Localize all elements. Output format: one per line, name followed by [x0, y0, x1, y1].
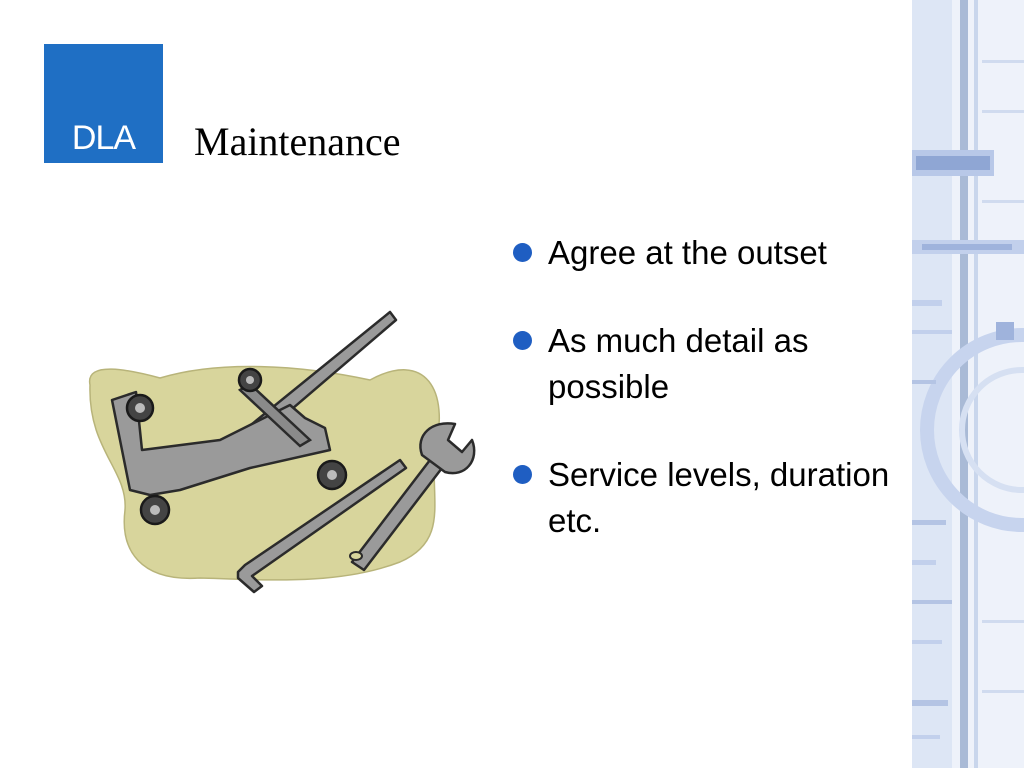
- logo-text: DLA: [71, 119, 136, 157]
- hex-key: [236, 458, 408, 594]
- list-item: Agree at the outset: [512, 230, 904, 276]
- dla-logo: DLA: [44, 44, 163, 163]
- wheel: [246, 376, 254, 384]
- wheel: [135, 403, 145, 413]
- wheel: [327, 470, 337, 480]
- wheel: [150, 505, 160, 515]
- blob-shape: [89, 365, 440, 581]
- list-item: Service levels, duration etc.: [512, 452, 904, 544]
- list-item: As much detail as possible: [512, 318, 904, 410]
- wrench-hole: [349, 551, 363, 561]
- bullet-icon: [513, 331, 532, 350]
- decorative-sidebar: [912, 0, 1024, 768]
- bullet-text: As much detail as possible: [548, 322, 809, 405]
- bullet-icon: [513, 465, 532, 484]
- bullet-text: Service levels, duration etc.: [548, 456, 890, 539]
- tools-icon: [89, 310, 476, 594]
- bullet-text: Agree at the outset: [548, 234, 827, 271]
- page-title: Maintenance: [194, 119, 401, 164]
- bullet-icon: [513, 243, 532, 262]
- bullet-list: Agree at the outset As much detail as po…: [512, 230, 904, 586]
- wrench-head: [419, 422, 476, 475]
